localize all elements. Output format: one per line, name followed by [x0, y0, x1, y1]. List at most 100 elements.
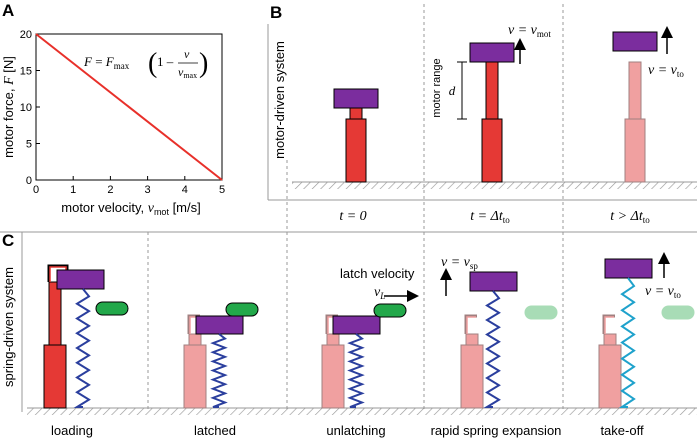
spring	[347, 333, 365, 408]
x-tick-label: 2	[107, 184, 113, 196]
x-tick-label: 5	[219, 184, 225, 196]
latch	[524, 305, 558, 320]
mass-block	[604, 258, 653, 279]
motor-rod	[465, 333, 479, 346]
chart-series	[35, 33, 223, 181]
y-tick-label: 15	[20, 66, 32, 78]
stage-label-latched: latched	[194, 423, 236, 438]
mass-block	[195, 315, 244, 335]
vmot-label: v = vmot	[508, 23, 551, 39]
y-axis-label: motor force, F [N]	[1, 56, 17, 158]
spring	[618, 277, 636, 408]
svg-text:F = Fmax: F = Fmax	[83, 54, 130, 71]
stage-label-spring-expansion: rapid spring expansion	[431, 423, 562, 438]
force-velocity-line	[35, 33, 223, 181]
mass-block	[469, 42, 515, 63]
spring	[483, 290, 501, 408]
eq-fmax: F	[105, 54, 115, 69]
svg-text:vmax: vmax	[178, 65, 197, 80]
mass-block	[612, 31, 658, 52]
motor-driven-label: motor-driven system	[272, 41, 287, 159]
latch	[373, 303, 407, 318]
stage-label-unlatching: unlatching	[326, 423, 385, 438]
motor-rod	[48, 281, 62, 346]
mass-block	[469, 271, 518, 292]
motor-body	[460, 344, 484, 409]
motor-body	[321, 344, 345, 409]
eq-numerator: v	[184, 47, 190, 61]
motor-rod	[485, 61, 499, 120]
spring	[73, 288, 91, 408]
y-tick-label: 10	[20, 102, 32, 114]
latch	[225, 302, 259, 317]
ground-b	[292, 182, 697, 189]
latch	[95, 301, 129, 316]
time-label-t0: t = 0	[339, 209, 366, 224]
vto-label: v = vto	[645, 284, 681, 300]
stage-spring-expansion: v = vsp rapid spring expansion	[431, 255, 562, 438]
eq-paren-close: )	[199, 48, 208, 79]
vto-label: v = vto	[648, 63, 684, 79]
panel-a-letter: A	[2, 1, 14, 20]
ground-c	[27, 408, 697, 415]
motor-body	[598, 344, 622, 409]
motor-range-label: motor range	[431, 58, 443, 117]
x-tick-label: 0	[33, 184, 39, 196]
eq-equals: =	[92, 54, 106, 69]
mass-block	[332, 315, 381, 335]
x-axis-label: motor velocity, vmot [m/s]	[61, 200, 200, 217]
panel-c-letter: C	[2, 231, 14, 250]
motor-body	[183, 344, 207, 409]
x-tick-label: 1	[70, 184, 76, 196]
panel-b-letter: B	[270, 3, 282, 22]
mass-block	[333, 88, 379, 109]
eq-denominator-sub: max	[183, 71, 197, 80]
d-label: d	[449, 83, 456, 98]
y-tick-label: 0	[26, 175, 32, 187]
stage-loading: loading	[43, 264, 129, 438]
motor-body	[345, 118, 367, 183]
time-label-t1: t = Δtto	[470, 209, 510, 225]
panel-b: B motor-driven system d motor range	[267, 3, 697, 225]
y-tick-label: 5	[26, 139, 32, 151]
motor-hook	[464, 314, 477, 334]
motor-body	[624, 118, 646, 183]
vL-label: vL	[374, 285, 385, 301]
force-velocity-equation: F = Fmax ( 1 – v vmax )	[83, 47, 208, 80]
stage-separators	[147, 4, 564, 412]
latch	[661, 305, 695, 320]
stage-latched: latched	[183, 302, 259, 438]
time-label-t2: t > Δtto	[610, 209, 650, 225]
motor-rod	[188, 333, 202, 346]
eq-lhs: F	[83, 54, 93, 69]
x-tick-label: 4	[182, 184, 188, 196]
stage-takeoff: v = vto take-off	[598, 252, 695, 438]
eq-fmax-sub: max	[114, 61, 130, 71]
motor-rod	[628, 61, 642, 120]
motor-hook	[602, 314, 615, 334]
y-tick-label: 20	[20, 29, 32, 41]
stage-label-takeoff: take-off	[600, 423, 644, 438]
stage-label-loading: loading	[51, 423, 93, 438]
eq-paren-open: (	[148, 48, 157, 79]
stage-unlatching: latch velocity vL unlatching	[321, 266, 419, 438]
motor-body	[481, 118, 503, 183]
motor-hook	[47, 264, 69, 282]
motor-body	[43, 344, 67, 409]
mass-block	[56, 269, 105, 290]
motor-rod	[349, 107, 363, 120]
motor-state-t0	[333, 88, 379, 183]
spring-driven-label: spring-driven system	[1, 267, 16, 387]
motor-rod	[326, 333, 340, 346]
latch-velocity-label: latch velocity	[340, 266, 415, 281]
eq-one-minus: 1 –	[157, 54, 174, 69]
motor-state-takeoff: v = vto	[612, 26, 684, 183]
motor-rod	[603, 333, 617, 346]
eq-denominator: v	[178, 65, 184, 79]
vsp-label: v = vsp	[441, 255, 478, 271]
panel-c: C spring-driven system loading la	[0, 231, 697, 438]
